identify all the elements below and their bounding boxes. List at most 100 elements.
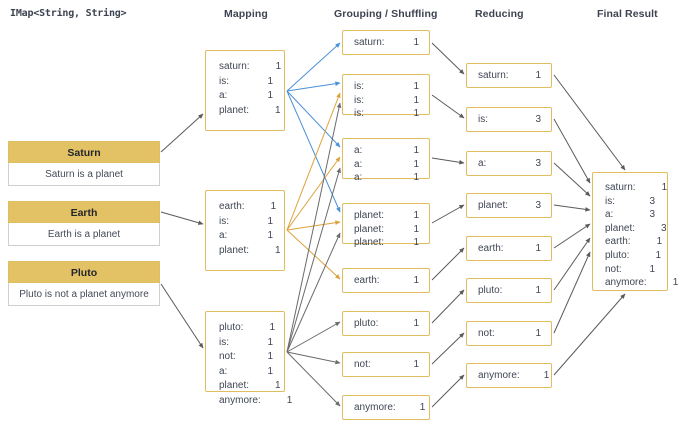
arrow-reduce-to-final [553, 162, 591, 197]
kv-key: anymore: [219, 394, 261, 406]
kv-value: 1 [413, 37, 419, 48]
kv-row: is:1 [354, 94, 419, 108]
kv-value: 3 [661, 222, 667, 234]
arrow-reduce-to-final [553, 251, 591, 334]
kv-key: saturn: [605, 182, 636, 193]
kv-value: 1 [661, 182, 668, 193]
header-final: Final Result [597, 8, 658, 20]
kv-key: anymore: [354, 402, 396, 413]
kv-value: 1 [413, 237, 419, 248]
kv-row: planet:1 [219, 244, 281, 259]
kv-row: saturn:1 [219, 60, 281, 75]
kv-rows: not:1 [343, 353, 429, 377]
kv-row: planet:3 [478, 199, 541, 213]
kv-row: pluto:1 [478, 284, 541, 298]
kv-value: 1 [413, 172, 419, 183]
kv-key: is: [219, 215, 229, 227]
reduce-box-saturn: saturn:1 [466, 63, 552, 88]
kv-rows: saturn:1 [343, 31, 429, 55]
kv-row: earth:1 [478, 242, 541, 256]
arrow-group-to-reduce [431, 247, 465, 281]
kv-value: 1 [413, 318, 419, 329]
arrow-reduce-to-final [553, 118, 591, 184]
kv-key: planet: [354, 237, 385, 248]
kv-row: anymore:1 [478, 369, 549, 383]
kv-rows: is:3 [467, 108, 551, 132]
reduce-box-not: not:1 [466, 321, 552, 346]
kv-row: a: 1 [219, 89, 273, 104]
kv-row: not:1 [605, 263, 655, 277]
kv-row: a:1 [354, 158, 419, 172]
arrow-map-to-group-pluto [286, 232, 341, 353]
kv-value: 1 [275, 104, 281, 116]
kv-key: is: [605, 195, 615, 207]
kv-key: is: [219, 336, 229, 348]
reduce-box-is: is:3 [466, 107, 552, 132]
group-box-saturn: saturn:1 [342, 30, 430, 55]
kv-rows: not:1 [467, 322, 551, 346]
kv-row: saturn:1 [354, 36, 419, 50]
kv-key: planet: [219, 380, 250, 391]
kv-value: 1 [413, 223, 419, 235]
kv-row: a: 3 [605, 208, 655, 222]
arrow-reduce-to-final [553, 74, 626, 171]
kv-row: pluto:1 [354, 317, 419, 331]
source-title: Pluto [8, 261, 160, 283]
arrow-reduce-to-final [553, 237, 591, 291]
kv-row: a:1 [219, 229, 273, 244]
group-box-anymore: anymore: 1 [342, 395, 430, 420]
kv-rows: planet:3 [467, 194, 551, 218]
source-text: Pluto is not a planet anymore [8, 283, 160, 306]
arrow-map-to-group-pluto [286, 321, 341, 353]
kv-row: saturn:1 [478, 69, 541, 83]
kv-row: a: 1 [354, 171, 419, 185]
reduce-box-planet: planet:3 [466, 193, 552, 218]
kv-key: a: [219, 365, 228, 377]
reduce-box-earth: earth:1 [466, 236, 552, 261]
arrow-map-to-group-earth [286, 229, 341, 280]
kv-value: 1 [267, 90, 273, 101]
arrow-group-to-reduce [431, 204, 465, 224]
kv-value: 3 [535, 114, 541, 125]
kv-row: earth:1 [354, 274, 419, 288]
kv-value: 1 [543, 370, 550, 381]
group-box-pluto: pluto:1 [342, 311, 430, 336]
kv-value: 1 [269, 322, 276, 333]
kv-row: a:3 [478, 157, 541, 171]
header-reducing: Reducing [475, 8, 524, 20]
arrow-group-to-reduce [431, 94, 465, 119]
kv-key: a: [354, 158, 363, 170]
kv-rows: anymore: 1 [343, 396, 429, 420]
kv-value: 1 [419, 402, 426, 413]
kv-key: a: [219, 90, 228, 101]
arrow-group-to-reduce [431, 42, 465, 75]
arrow-reduce-to-final [553, 293, 626, 376]
kv-row: is:3 [478, 113, 541, 127]
kv-row: anymore:1 [605, 276, 678, 290]
kv-key: is: [354, 81, 364, 92]
kv-row: saturn: 1 [605, 181, 667, 195]
kv-key: is: [354, 108, 364, 119]
kv-key: anymore: [605, 277, 647, 289]
kv-key: not: [354, 359, 371, 370]
kv-row: is:1 [219, 336, 273, 351]
kv-rows: pluto:1 [343, 312, 429, 336]
kv-row: is:1 [219, 215, 273, 230]
kv-row: planet:1 [354, 209, 419, 223]
kv-key: a: [605, 209, 614, 221]
kv-value: 1 [286, 394, 293, 406]
kv-value: 1 [535, 328, 541, 339]
kv-key: a: [354, 172, 363, 183]
kv-key: a: [478, 158, 487, 169]
reduce-box-pluto: pluto:1 [466, 278, 552, 303]
kv-value: 3 [649, 209, 655, 221]
kv-key: planet: [354, 223, 385, 235]
